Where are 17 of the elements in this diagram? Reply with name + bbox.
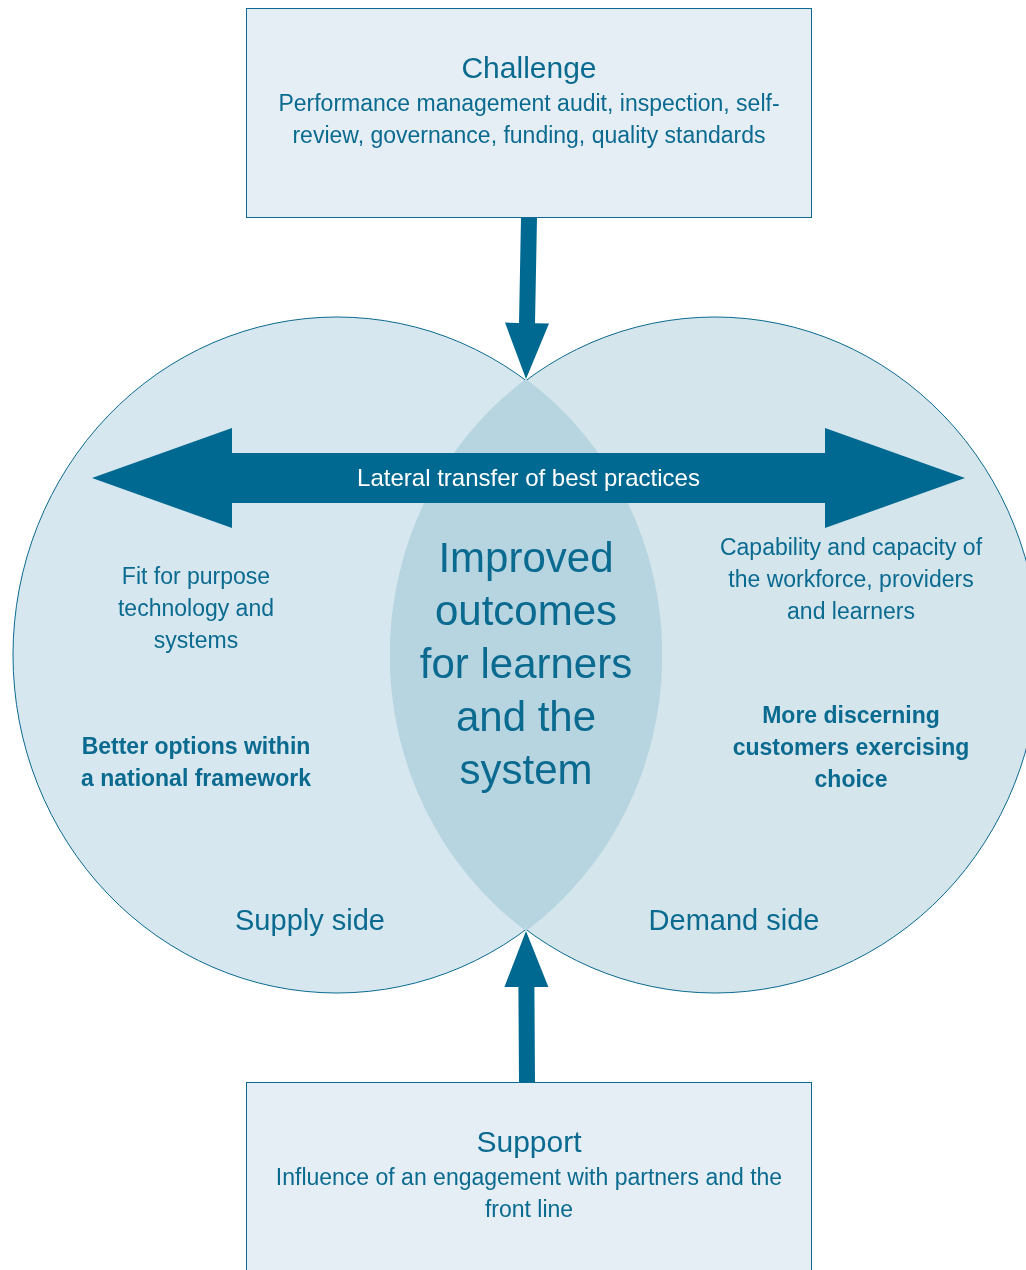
box-heading: Support: [476, 1124, 582, 1160]
circle-heading: Supply side: [234, 903, 386, 938]
box-description: Performance management audit, inspection, self-review, governance, funding, quality standards: [277, 89, 781, 150]
circle-text: Fit for purpose technology and systems: [117, 562, 275, 655]
text-box: [246, 8, 812, 218]
circle-text: Capability and capacity of the workforce, providers and learners: [718, 533, 984, 626]
arrow: [505, 217, 549, 379]
text-box: [246, 1082, 812, 1270]
edge-label: Lateral transfer of best practices: [357, 463, 700, 493]
box-description: Influence of an engagement with partners and the front line: [274, 1163, 784, 1224]
circle-heading: Demand side: [647, 903, 821, 938]
circle-text: More discerning customers exercising choice: [731, 701, 971, 794]
double-arrow: [92, 428, 965, 528]
central-outcome-text: Improved outcomes for learners and the system: [418, 533, 634, 795]
circle-text: Better options within a national framework: [79, 732, 313, 793]
box-heading: Challenge: [461, 50, 597, 86]
arrow: [504, 931, 549, 1083]
